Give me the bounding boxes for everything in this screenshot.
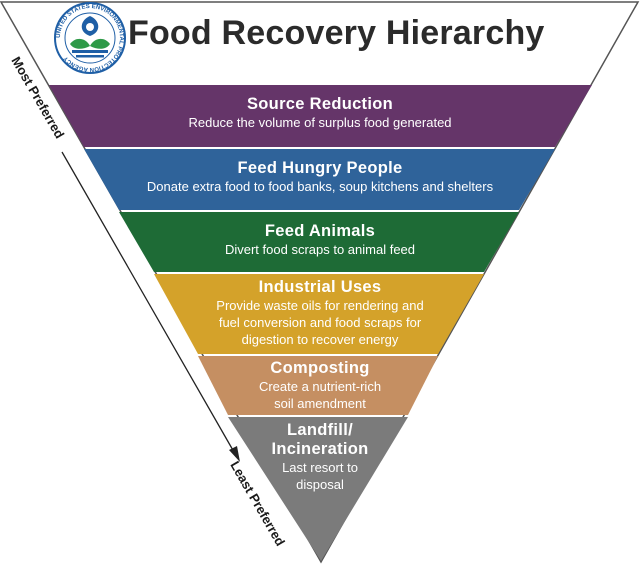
tier-desc-industrial-uses-line2: fuel conversion and food scraps for <box>218 315 422 330</box>
tier-desc-feed-hungry-people: Donate extra food to food banks, soup ki… <box>146 179 494 194</box>
preference-arrow-head <box>229 446 240 462</box>
tier-desc-composting-line2: soil amendment <box>274 396 366 411</box>
tier-composting <box>198 356 438 415</box>
band-landfill-incineration: Landfill/ Incineration Last resort to di… <box>0 421 640 493</box>
band-feed-hungry-people: Feed Hungry People Donate extra food to … <box>0 159 640 195</box>
tier-source-reduction <box>49 85 592 147</box>
band-composting: Composting Create a nutrient-rich soil a… <box>0 359 640 412</box>
tier-title-landfill-line2: Incineration <box>271 440 369 458</box>
tier-desc-source-reduction: Reduce the volume of surplus food genera… <box>188 115 452 130</box>
epa-logo: UNITED STATES ENVIRONMENTAL PROTECTION A… <box>54 2 126 74</box>
tier-desc-landfill-line2: disposal <box>296 477 344 492</box>
page-title: Food Recovery Hierarchy <box>128 14 545 52</box>
tier-feed-hungry-people <box>84 149 555 210</box>
tier-title-feed-hungry-people: Feed Hungry People <box>237 159 403 177</box>
tier-title-source-reduction: Source Reduction <box>247 95 393 113</box>
tier-feed-animals <box>119 212 519 272</box>
tier-desc-industrial-uses-line1: Provide waste oils for rendering and <box>216 298 424 313</box>
band-feed-animals: Feed Animals Divert food scraps to anima… <box>0 222 640 258</box>
tier-title-industrial-uses: Industrial Uses <box>258 278 382 296</box>
band-source-reduction: Source Reduction Reduce the volume of su… <box>0 95 640 131</box>
band-industrial-uses: Industrial Uses Provide waste oils for r… <box>0 278 640 348</box>
tier-desc-feed-animals: Divert food scraps to animal feed <box>224 242 416 257</box>
tier-landfill-incineration <box>228 417 408 561</box>
epa-leaf-right-icon <box>90 38 110 49</box>
tier-title-composting: Composting <box>270 359 370 377</box>
tier-desc-landfill-line1: Last resort to <box>282 460 358 475</box>
tier-industrial-uses <box>154 274 484 354</box>
epa-leaf-left-icon <box>70 38 90 49</box>
tier-title-feed-animals: Feed Animals <box>264 222 376 240</box>
tier-desc-industrial-uses-line3: digestion to recover energy <box>241 332 399 347</box>
tier-title-landfill-line1: Landfill/ <box>287 421 353 439</box>
tier-desc-composting-line1: Create a nutrient-rich <box>258 379 382 394</box>
preference-arrow-line <box>61 151 235 453</box>
